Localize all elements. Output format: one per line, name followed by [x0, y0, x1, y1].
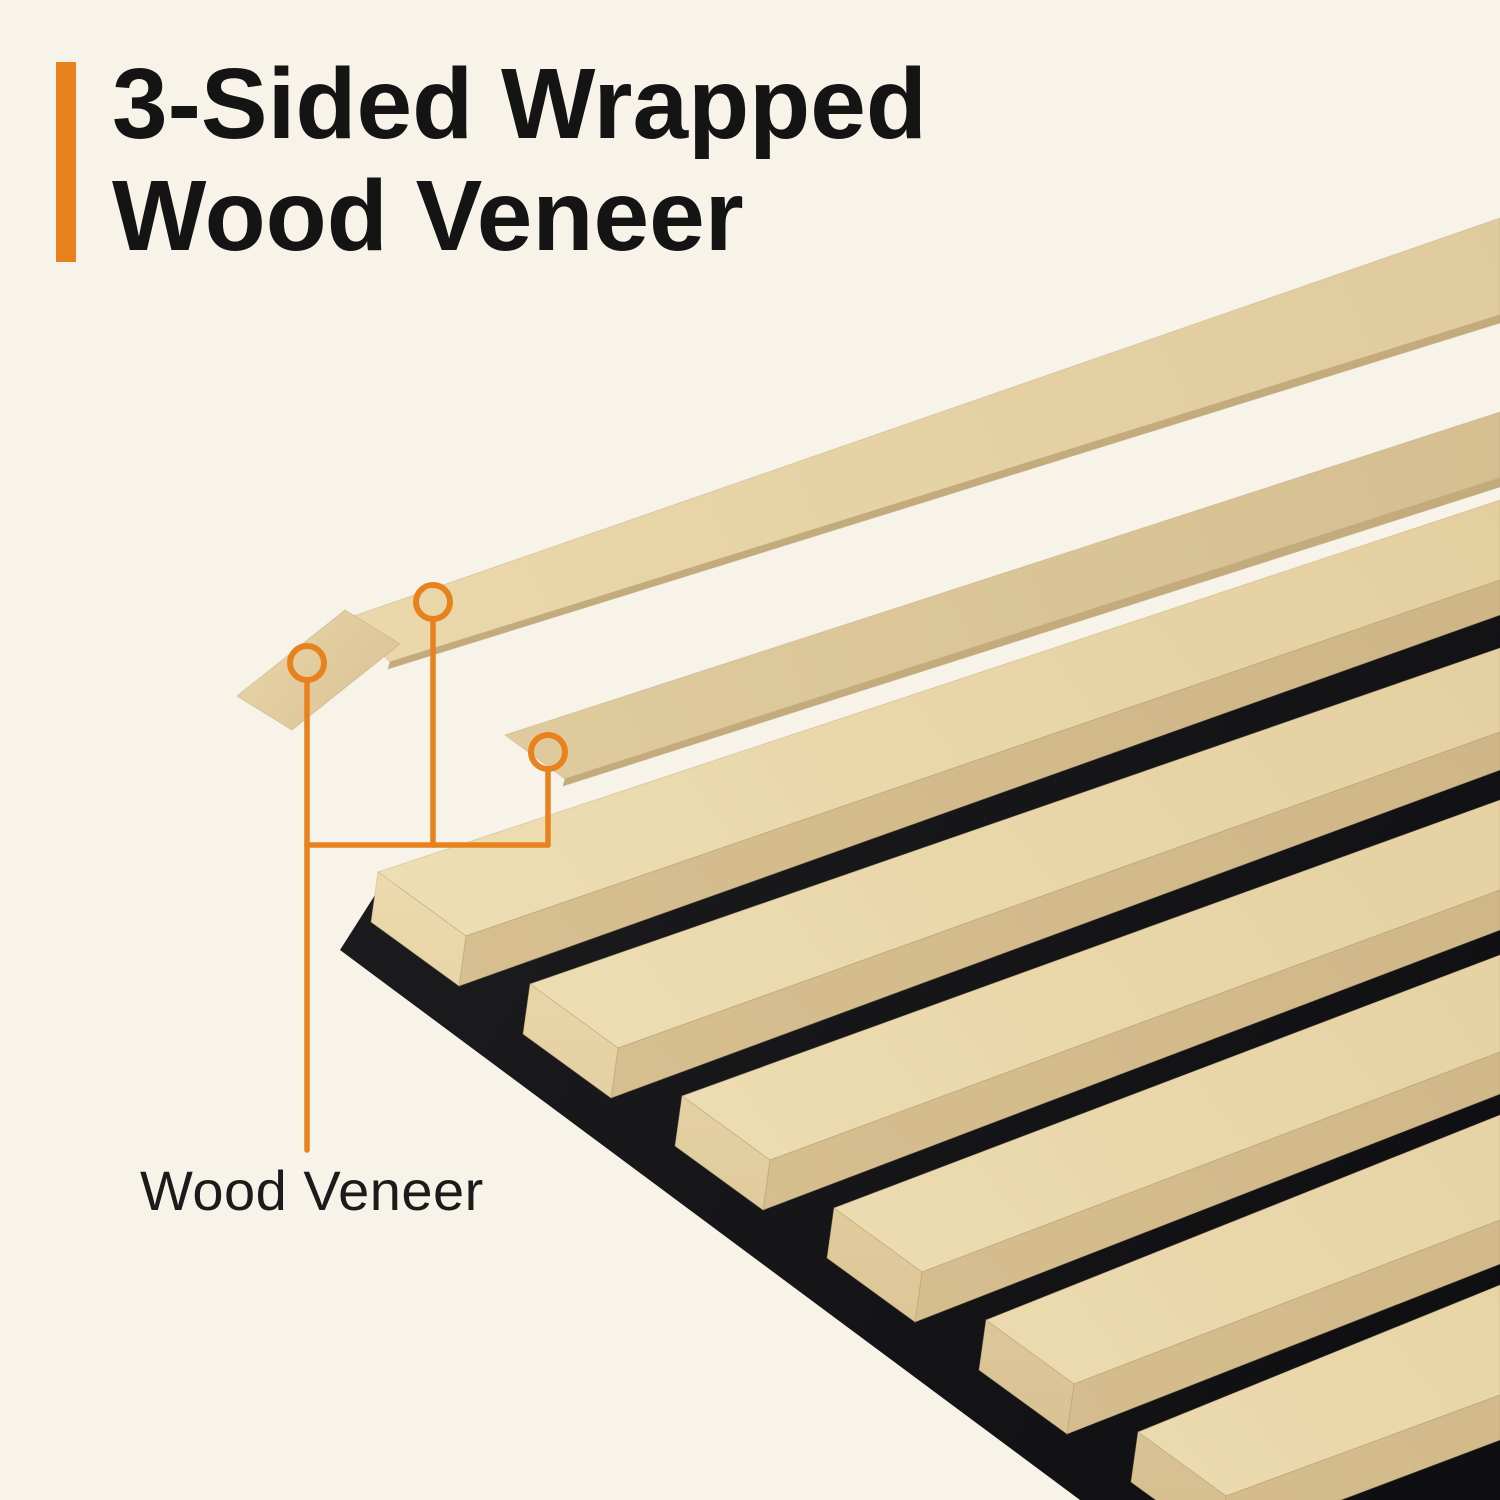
wood-slat-3	[674, 799, 1500, 1211]
slat-top-face	[832, 954, 1500, 1273]
callout-circle-flap	[287, 643, 327, 683]
slat-end-face	[1130, 1431, 1227, 1500]
wood-slat-1	[370, 499, 1500, 987]
slat-end-face	[674, 1095, 771, 1211]
callout-circle-top-strip	[413, 582, 453, 622]
slat-side-face	[458, 579, 1500, 987]
slat-side-face	[1224, 1394, 1500, 1500]
callout-lines	[304, 616, 551, 1153]
top-veneer-strip	[347, 217, 1500, 670]
top-veneer-strip-thickness	[387, 314, 1500, 670]
slat-end-face	[370, 871, 467, 987]
title-accent-bar	[56, 62, 76, 262]
wood-slat-4	[826, 954, 1500, 1323]
slat-top-face	[528, 647, 1500, 1049]
slat-top-face	[1136, 1284, 1500, 1497]
title-line-1: 3-Sided Wrapped	[112, 48, 927, 160]
corner-veneer-flap	[236, 609, 401, 731]
page-title: 3-Sided Wrapped Wood Veneer	[112, 48, 927, 272]
title-line-2: Wood Veneer	[112, 160, 744, 272]
slat-end-face	[522, 983, 619, 1099]
wood-slat-5	[978, 1114, 1500, 1435]
wood-slat-6	[1130, 1284, 1500, 1500]
slat-top-face	[680, 799, 1500, 1161]
slat-top-face	[984, 1114, 1500, 1385]
side-veneer-strip	[503, 411, 1500, 787]
callout-circle-side-strip	[528, 732, 568, 772]
wood-veneer-label: Wood Veneer	[140, 1159, 484, 1222]
side-veneer-strip-face	[503, 411, 1500, 780]
slat-end-face	[826, 1207, 923, 1323]
slat-end-face	[978, 1319, 1075, 1435]
wood-slat-2	[522, 647, 1500, 1099]
slat-side-face	[1066, 1219, 1500, 1435]
callout-circles	[287, 582, 568, 772]
title-block: 3-Sided Wrapped Wood Veneer	[56, 48, 927, 272]
side-veneer-strip-thickness	[562, 477, 1500, 787]
